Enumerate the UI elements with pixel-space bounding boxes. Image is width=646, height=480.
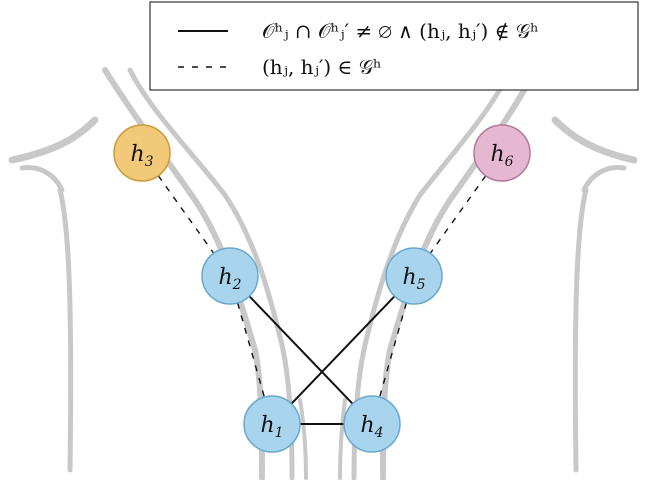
dashed-edge-h6-h5 <box>429 175 487 254</box>
left-shoulder-outline <box>8 116 99 164</box>
dashed-edge-h3-h2 <box>157 175 215 254</box>
dashed-edge-h2-h1 <box>236 302 266 398</box>
node-h6-circle <box>473 124 531 182</box>
node-h6-label: h6 <box>490 142 513 170</box>
node-h2-circle <box>201 247 259 305</box>
node-h2: h2 <box>201 247 259 305</box>
solid-edge-h5-h1 <box>290 295 396 405</box>
node-h2-label: h2 <box>218 265 241 293</box>
node-h1-circle <box>243 395 301 453</box>
dashed-edge-h5-h4 <box>378 302 408 398</box>
node-h4: h4 <box>343 395 401 453</box>
legend: 𝒪ʰⱼ ∩ 𝒪ʰⱼ′ ≠ ∅ ∧ (hⱼ, hⱼ′) ∉ 𝒢ʰ (hⱼ, hⱼ′… <box>149 1 639 91</box>
center-outline <box>298 398 308 480</box>
legend-box <box>149 1 639 91</box>
left-arm-outline <box>57 187 74 473</box>
legend-solid-label: 𝒪ʰⱼ ∩ 𝒪ʰⱼ′ ≠ ∅ ∧ (hⱼ, hⱼ′) ∉ 𝒢ʰ <box>262 19 539 43</box>
node-h4-circle <box>343 395 401 453</box>
legend-dashed-label: (hⱼ, hⱼ′) ∈ 𝒢ʰ <box>262 55 382 79</box>
node-h6: h6 <box>473 124 531 182</box>
node-h1-label: h1 <box>260 413 283 441</box>
solid-edge-h2-h4 <box>248 295 354 405</box>
node-h1: h1 <box>243 395 301 453</box>
graph-edges <box>157 175 487 425</box>
node-h4-label: h4 <box>360 413 383 441</box>
node-h5: h5 <box>385 247 443 305</box>
node-h3-circle <box>113 124 171 182</box>
body-outline-sketch <box>8 67 638 480</box>
center-outline-2 <box>338 398 347 480</box>
node-h3-label: h3 <box>130 142 153 170</box>
right-shoulder-outline <box>551 116 638 164</box>
node-h5-label: h5 <box>402 265 425 293</box>
right-arm-outline-2 <box>581 164 627 193</box>
graph-nodes: h1 h2 h3 h4 h5 h6 <box>113 124 531 453</box>
left-arm-outline-2 <box>19 164 65 193</box>
right-arm-outline <box>572 187 589 473</box>
node-h5-circle <box>385 247 443 305</box>
node-h3: h3 <box>113 124 171 182</box>
